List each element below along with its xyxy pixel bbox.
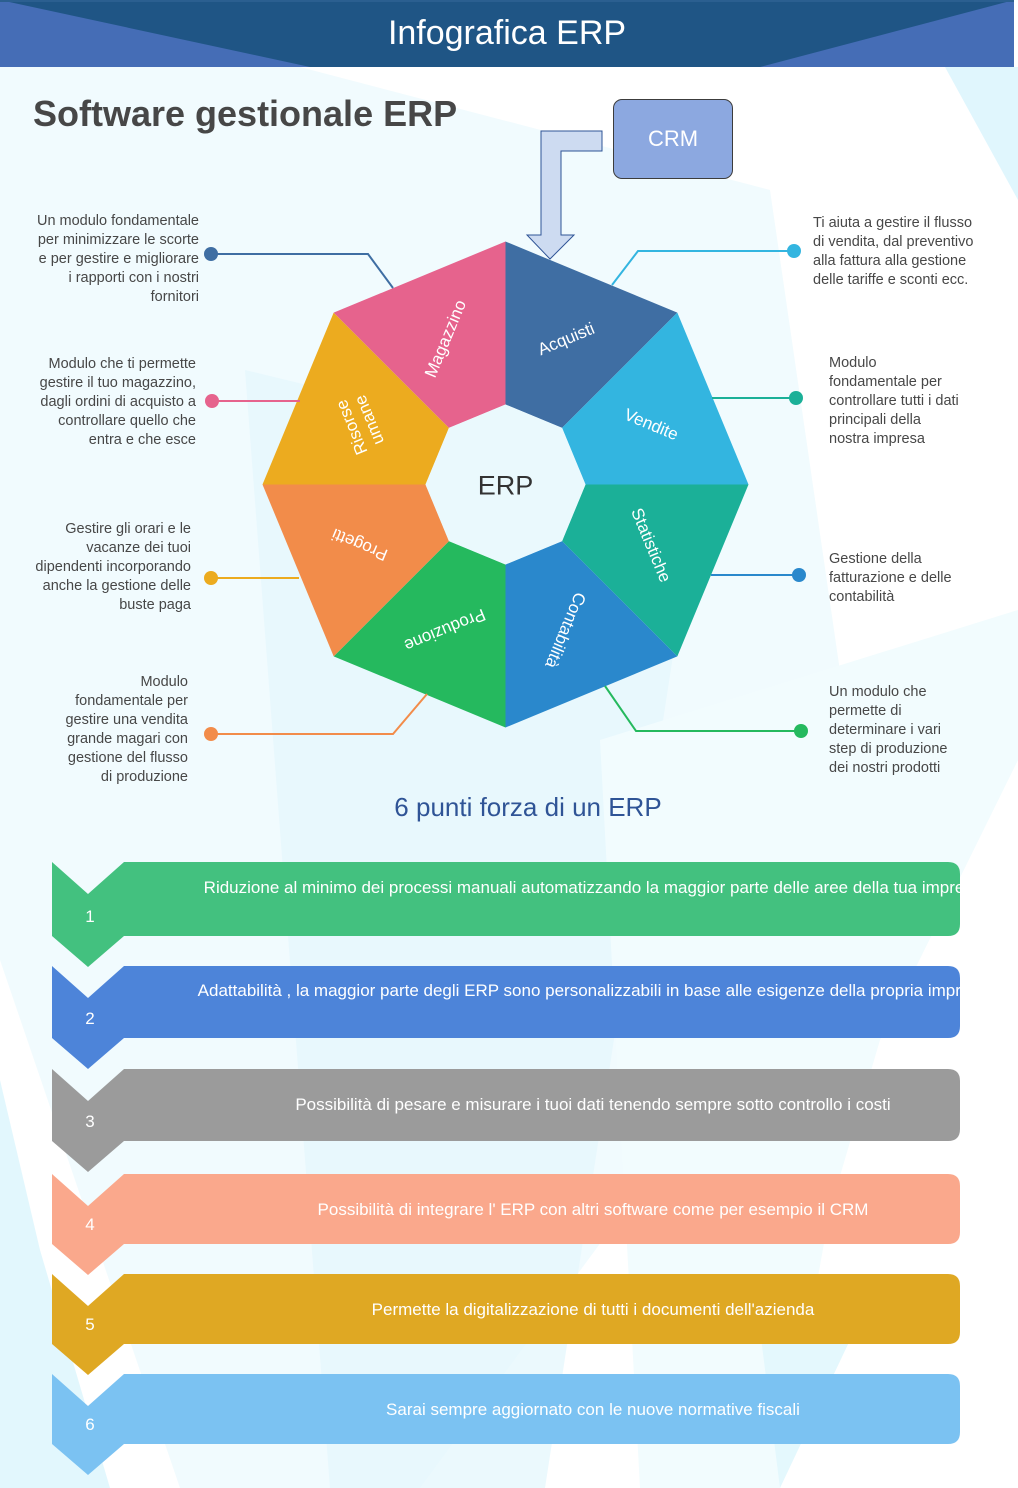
- strength-text: Possibilità di pesare e misurare i tuoi …: [295, 1095, 891, 1114]
- connector-dot: [204, 727, 218, 741]
- strength-text: Permette la digitalizzazione di tutti i …: [371, 1300, 815, 1319]
- strength-chevron-shape: [52, 966, 960, 1069]
- strength-item: 5 Permette la digitalizzazione di tutti i…: [52, 1274, 960, 1375]
- hub-label: ERP: [478, 471, 534, 501]
- strength-chevron-shape: [52, 1069, 960, 1172]
- connector-line: [211, 693, 428, 735]
- connector-dot: [787, 244, 801, 258]
- connector-dot: [792, 568, 806, 582]
- strength-number: 1: [85, 907, 95, 926]
- segment-progetti: [262, 484, 449, 657]
- strength-item: 6 Sarai sempre aggiornato con le nuove no…: [52, 1374, 960, 1475]
- strength-text: Possibilità di integrare l' ERP con altr…: [317, 1200, 869, 1219]
- segment-vendite: [562, 312, 749, 485]
- header-title: Infografica ERP: [387, 14, 627, 52]
- segment-acquisti: [505, 241, 678, 428]
- connectors: [204, 244, 808, 741]
- bg-shape: [600, 610, 1018, 1488]
- strength-number: 6: [85, 1415, 95, 1434]
- segment-statistiche: [562, 484, 749, 657]
- connector-dot: [794, 724, 808, 738]
- strengths-title: 6 punti forza di un ERP: [394, 792, 662, 822]
- crm-arrow-icon: [525, 130, 603, 260]
- hub-center: [425, 404, 586, 565]
- crm-box: CRM: [613, 99, 733, 179]
- strength-text: Adattabilità , la maggior parte degli ER…: [197, 981, 989, 1000]
- main-title: Software gestionale ERP: [33, 93, 458, 134]
- strength-number: 2: [85, 1009, 95, 1028]
- strength-item: 4 Possibilità di integrare l' ERP con alt…: [52, 1174, 960, 1275]
- segment-contabilita: [505, 541, 678, 728]
- connector-line: [611, 250, 794, 286]
- connector-line: [211, 253, 394, 289]
- bg-shape: [0, 1080, 110, 1488]
- strength-item: 1 Riduzione al minimo dei processi manual…: [52, 862, 982, 967]
- segment-risorse-umane: [262, 312, 449, 485]
- strength-number: 3: [85, 1112, 95, 1131]
- strength-text: Riduzione al minimo dei processi manuali…: [203, 878, 983, 897]
- strength-chevron-shape: [52, 1374, 960, 1475]
- erp-octagon-diagram: ERPAcquistiVenditeStatisticheContabilità…: [262, 241, 749, 728]
- header-banner: [0, 0, 1014, 67]
- strength-chevron-shape: [52, 1274, 960, 1375]
- connector-dot: [204, 571, 218, 585]
- connector-dot: [204, 247, 218, 261]
- segment-produzione: [333, 541, 506, 728]
- segment-magazzino: [333, 241, 506, 428]
- strength-text: Sarai sempre aggiornato con le nuove nor…: [386, 1400, 800, 1419]
- strength-chevron-shape: [52, 1174, 960, 1275]
- crm-label: CRM: [647, 126, 699, 151]
- connector-line: [604, 685, 801, 732]
- connector-dot: [205, 394, 219, 408]
- connector-dot: [789, 391, 803, 405]
- strength-chevron-shape: [52, 862, 960, 967]
- strength-number: 4: [85, 1215, 95, 1234]
- strength-number: 5: [85, 1315, 95, 1334]
- strength-item: 2 Adattabilità , la maggior parte degli E…: [52, 966, 988, 1069]
- bg-shape: [945, 67, 1018, 200]
- strength-item: 3 Possibilità di pesare e misurare i tuoi…: [52, 1069, 960, 1172]
